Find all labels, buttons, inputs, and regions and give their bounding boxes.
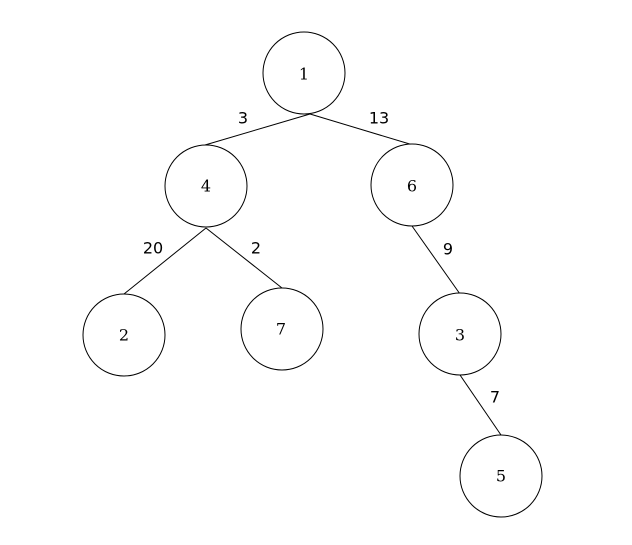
edge-1-6 [309,113,414,146]
edge-6-3 [411,225,461,295]
node-circle [164,144,248,228]
tree-node: 5 [459,434,543,518]
edge-weight-1-6: 13 [369,109,389,128]
node-label: 1 [299,65,309,84]
edge-weight-4-2: 20 [143,239,163,258]
edge-3-5 [459,374,502,436]
edge-4-2 [123,227,207,295]
tree-node: 7 [240,287,324,371]
edge-weight-1-4: 3 [238,109,248,128]
tree-node: 3 [418,292,502,376]
node-label: 4 [201,177,211,196]
node-label: 3 [455,326,465,345]
node-label: 6 [407,177,417,196]
node-circle [240,287,324,371]
edge-4-7 [205,227,283,289]
node-label: 2 [119,326,129,345]
node-circle [459,434,543,518]
edge-1-4 [204,113,311,146]
tree-node: 2 [82,293,166,377]
node-label: 5 [496,467,506,486]
node-label: 7 [276,320,286,339]
node-circle [370,143,454,227]
tree-node: 1 [262,31,346,115]
tree-node: 6 [370,143,454,227]
node-circle [262,31,346,115]
node-circle [418,292,502,376]
tree-node: 4 [164,144,248,228]
edge-weight-4-7: 2 [251,239,261,258]
node-circle [82,293,166,377]
edge-weight-3-5: 7 [490,388,500,407]
edge-weight-6-3: 9 [443,240,453,259]
